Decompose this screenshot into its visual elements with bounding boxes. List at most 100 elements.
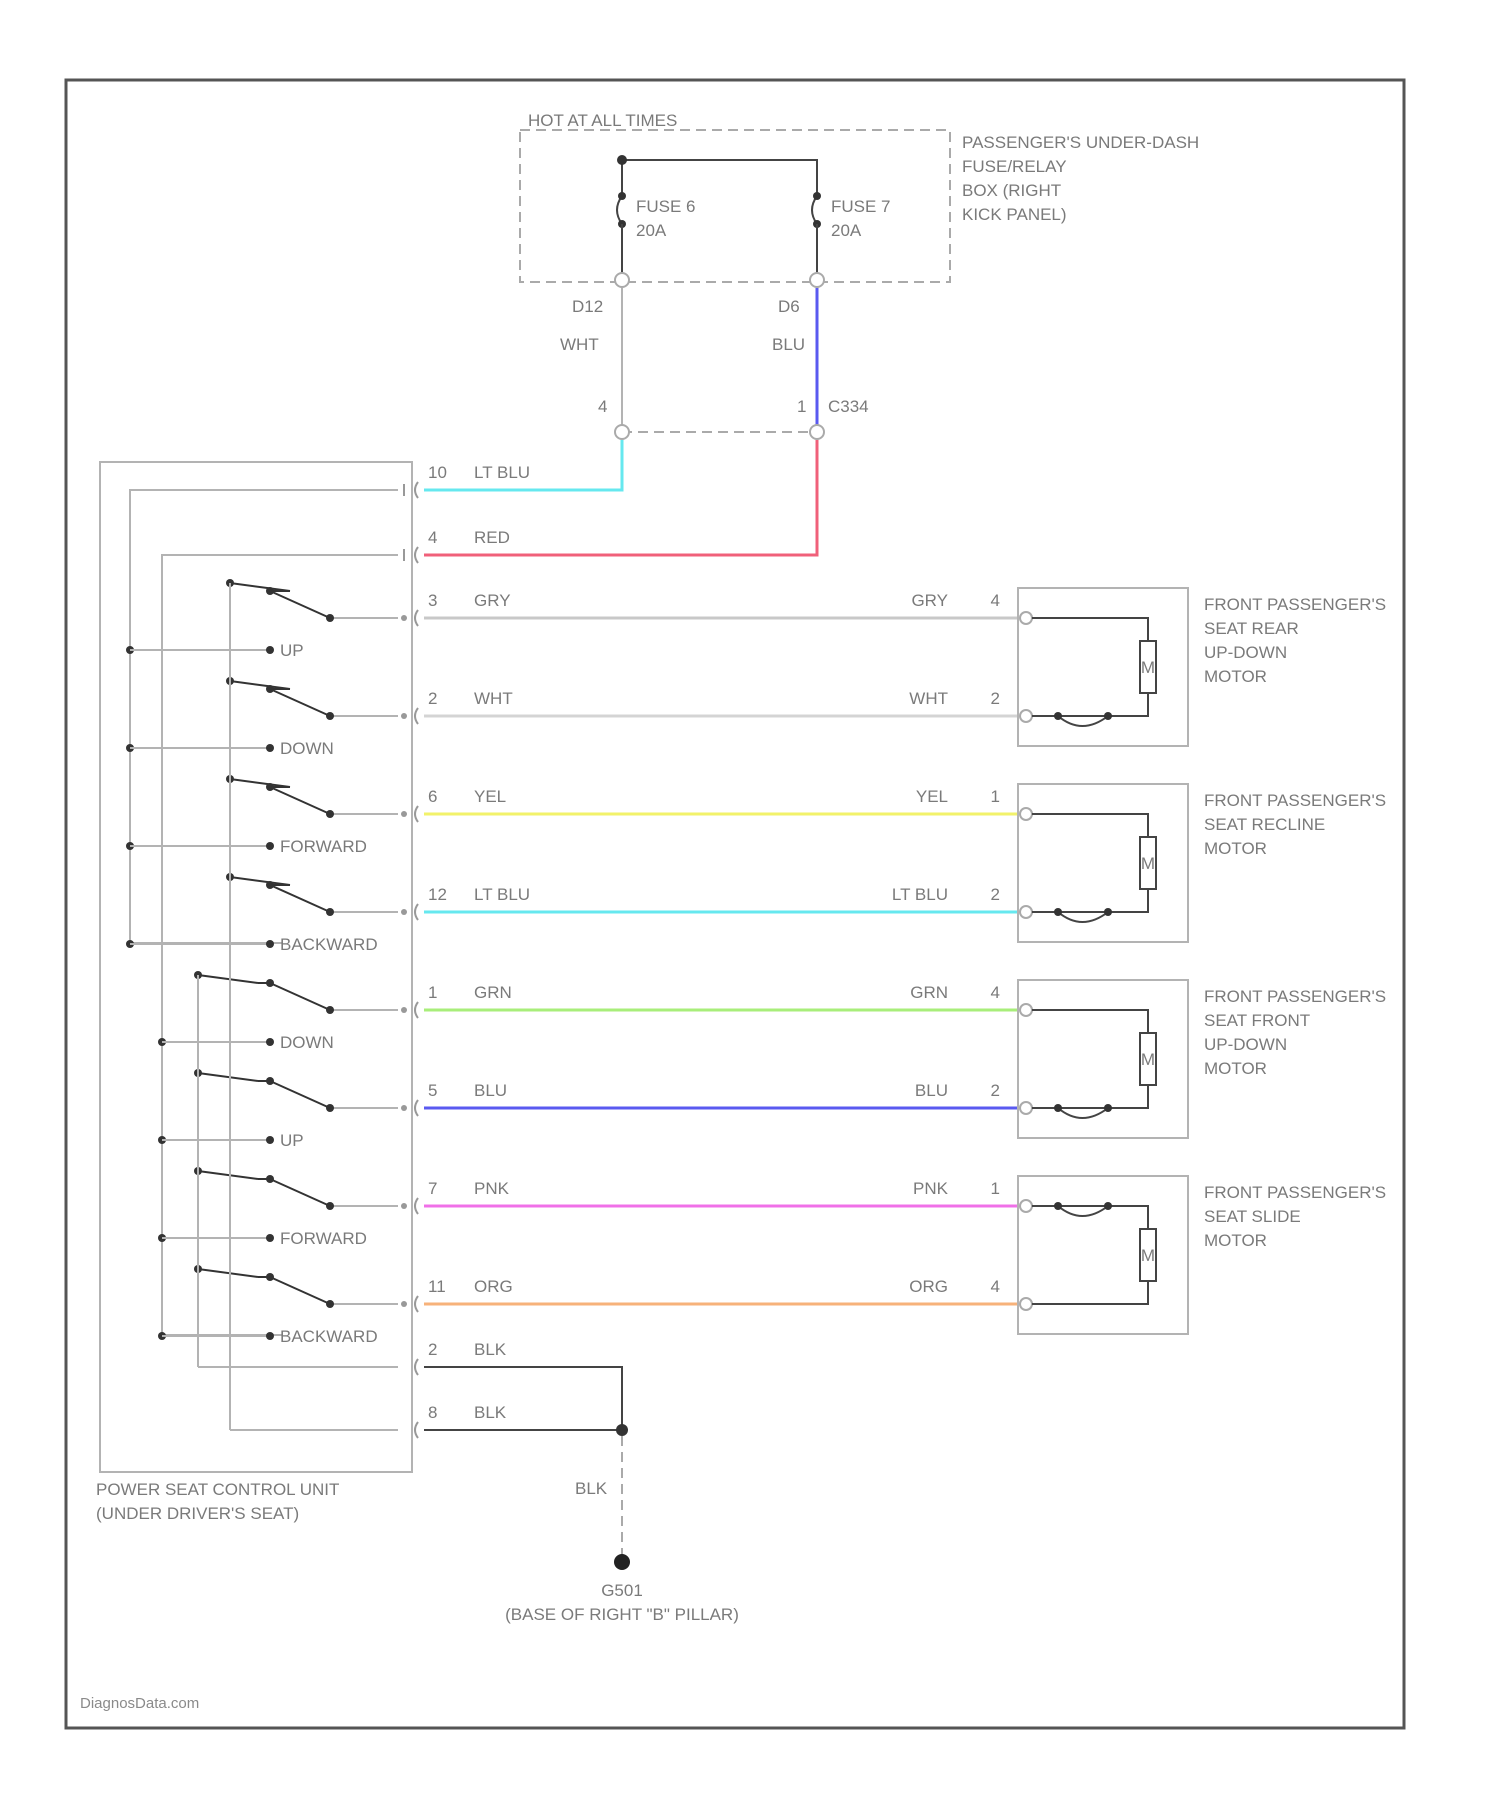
ground-pin-0: 2 xyxy=(428,1340,437,1359)
motor-label-3-2: MOTOR xyxy=(1204,1231,1267,1250)
fuse-7-name: FUSE 7 xyxy=(831,197,891,216)
switch-blade-2 xyxy=(230,779,290,787)
motor-wire-far-label-7: ORG xyxy=(909,1277,948,1296)
motor-wire-far-pin-0: 4 xyxy=(991,591,1000,610)
motor-wire-far-pin-1: 2 xyxy=(991,689,1000,708)
motor-lead-b-2 xyxy=(1032,1085,1148,1108)
switch-label-7: BACKWARD xyxy=(280,1327,378,1346)
motor-label-0-3: MOTOR xyxy=(1204,667,1267,686)
switch-blade-0 xyxy=(230,583,290,591)
motor-lead-b-1 xyxy=(1032,889,1148,912)
switch-rail-contact-2 xyxy=(266,842,274,850)
switch-blade-3 xyxy=(230,877,290,885)
switch-label-2: FORWARD xyxy=(280,837,367,856)
ground-terminal-0 xyxy=(415,1359,418,1375)
motor-wire-pin-4: 1 xyxy=(428,983,437,1002)
watermark: DiagnosData.com xyxy=(80,1695,199,1712)
motor-lead-b-3 xyxy=(1032,1281,1148,1304)
motor-wire-node-5 xyxy=(401,1105,407,1111)
motor-wire-far-label-3: LT BLU xyxy=(892,885,948,904)
switch-label-6: FORWARD xyxy=(280,1229,367,1248)
switch-link-5 xyxy=(270,1081,330,1108)
motor-wire-node-1 xyxy=(401,713,407,719)
wire-label-blu: BLU xyxy=(772,335,805,354)
motor-wire-pin-5: 5 xyxy=(428,1081,437,1100)
motor-wire-5: 5 BLU BLU 2 xyxy=(401,1081,1032,1116)
switch-link-3 xyxy=(270,885,330,912)
switch-label-1: DOWN xyxy=(280,739,334,758)
ground-wire-label-1: BLK xyxy=(474,1403,507,1422)
switch-blade-7 xyxy=(198,1269,258,1277)
motor-limit-3 xyxy=(1058,1206,1108,1216)
motor-wire-terminal-7 xyxy=(415,1296,418,1312)
switch-blade-4 xyxy=(198,975,258,983)
motor-wire-terminal-3 xyxy=(415,904,418,920)
motor-wire-label-3: LT BLU xyxy=(474,885,530,904)
motor-wire-far-pin-3: 2 xyxy=(991,885,1000,904)
switch-2: FORWARD xyxy=(126,775,398,856)
switch-link-1 xyxy=(270,689,330,716)
ground-point xyxy=(614,1554,630,1570)
switch-blade-1 xyxy=(230,681,290,689)
power-wire-label-0: LT BLU xyxy=(474,463,530,482)
motor-wire-far-label-5: BLU xyxy=(915,1081,948,1100)
ground-id: G501 xyxy=(601,1581,643,1600)
motor-wire-connector-6 xyxy=(1020,1200,1032,1212)
pin-1-c334: 1 xyxy=(797,397,806,416)
motor-limit-0 xyxy=(1058,716,1108,726)
motor-label-2-3: MOTOR xyxy=(1204,1059,1267,1078)
motor-wire-node-7 xyxy=(401,1301,407,1307)
motor-wire-far-label-4: GRN xyxy=(910,983,948,1002)
switch-rail-contact-5 xyxy=(266,1136,274,1144)
switch-rail-contact-0 xyxy=(266,646,274,654)
motor-limit-node-a-1 xyxy=(1054,908,1062,916)
connector-d12: D12 xyxy=(572,297,603,316)
motor-wire-pin-3: 12 xyxy=(428,885,447,904)
motor-label-0-1: SEAT REAR xyxy=(1204,619,1299,638)
switch-7: BACKWARD xyxy=(158,1265,398,1346)
motor-wire-pin-1: 2 xyxy=(428,689,437,708)
switch-label-5: UP xyxy=(280,1131,304,1150)
motor-label-3-1: SEAT SLIDE xyxy=(1204,1207,1301,1226)
switch-rail-contact-3 xyxy=(266,940,274,948)
motor-symbol-1: M xyxy=(1141,854,1155,873)
ground-circuit: BLK G501 (BASE OF RIGHT "B" PILLAR) xyxy=(424,1367,739,1624)
motor-wire-label-4: GRN xyxy=(474,983,512,1002)
motor-wire-pin-6: 7 xyxy=(428,1179,437,1198)
switch-blade-5 xyxy=(198,1073,258,1081)
motor-wire-far-pin-6: 1 xyxy=(991,1179,1000,1198)
switch-3: BACKWARD xyxy=(126,873,398,954)
motor-lead-b-0 xyxy=(1032,693,1148,716)
switch-rail-contact-4 xyxy=(266,1038,274,1046)
motor-2: MFRONT PASSENGER'SSEAT FRONTUP-DOWNMOTOR xyxy=(1018,980,1386,1138)
ground-terminal-1 xyxy=(415,1422,418,1438)
switch-5: UP xyxy=(158,1069,398,1150)
motor-box-2 xyxy=(1018,980,1188,1138)
motor-wire-node-6 xyxy=(401,1203,407,1209)
switch-rail-contact-7 xyxy=(266,1332,274,1340)
connector-c334: C334 xyxy=(828,397,869,416)
motor-limit-node-b-2 xyxy=(1104,1104,1112,1112)
switch-rail-contact-1 xyxy=(266,744,274,752)
motor-wire-far-pin-5: 2 xyxy=(991,1081,1000,1100)
fuse-feed-wires: D12 D6 WHT BLU 4 1 C334 xyxy=(560,288,869,439)
motor-wire-label-7: ORG xyxy=(474,1277,513,1296)
motor-lead-a-2 xyxy=(1032,1010,1148,1033)
motor-wire-label-6: PNK xyxy=(474,1179,510,1198)
ground-location: (BASE OF RIGHT "B" PILLAR) xyxy=(505,1605,739,1624)
motor-wire-label-5: BLU xyxy=(474,1081,507,1100)
fuse-box-label-4: KICK PANEL) xyxy=(962,205,1067,224)
motor-limit-node-a-2 xyxy=(1054,1104,1062,1112)
motor-wire-connector-1 xyxy=(1020,710,1032,722)
switch-6: FORWARD xyxy=(158,1167,398,1248)
control-unit-label-1: POWER SEAT CONTROL UNIT xyxy=(96,1480,339,1499)
power-seat-control-unit: POWER SEAT CONTROL UNIT (UNDER DRIVER'S … xyxy=(96,462,412,1523)
motor-wire-far-label-1: WHT xyxy=(909,689,948,708)
motor-limit-node-a-3 xyxy=(1054,1202,1062,1210)
